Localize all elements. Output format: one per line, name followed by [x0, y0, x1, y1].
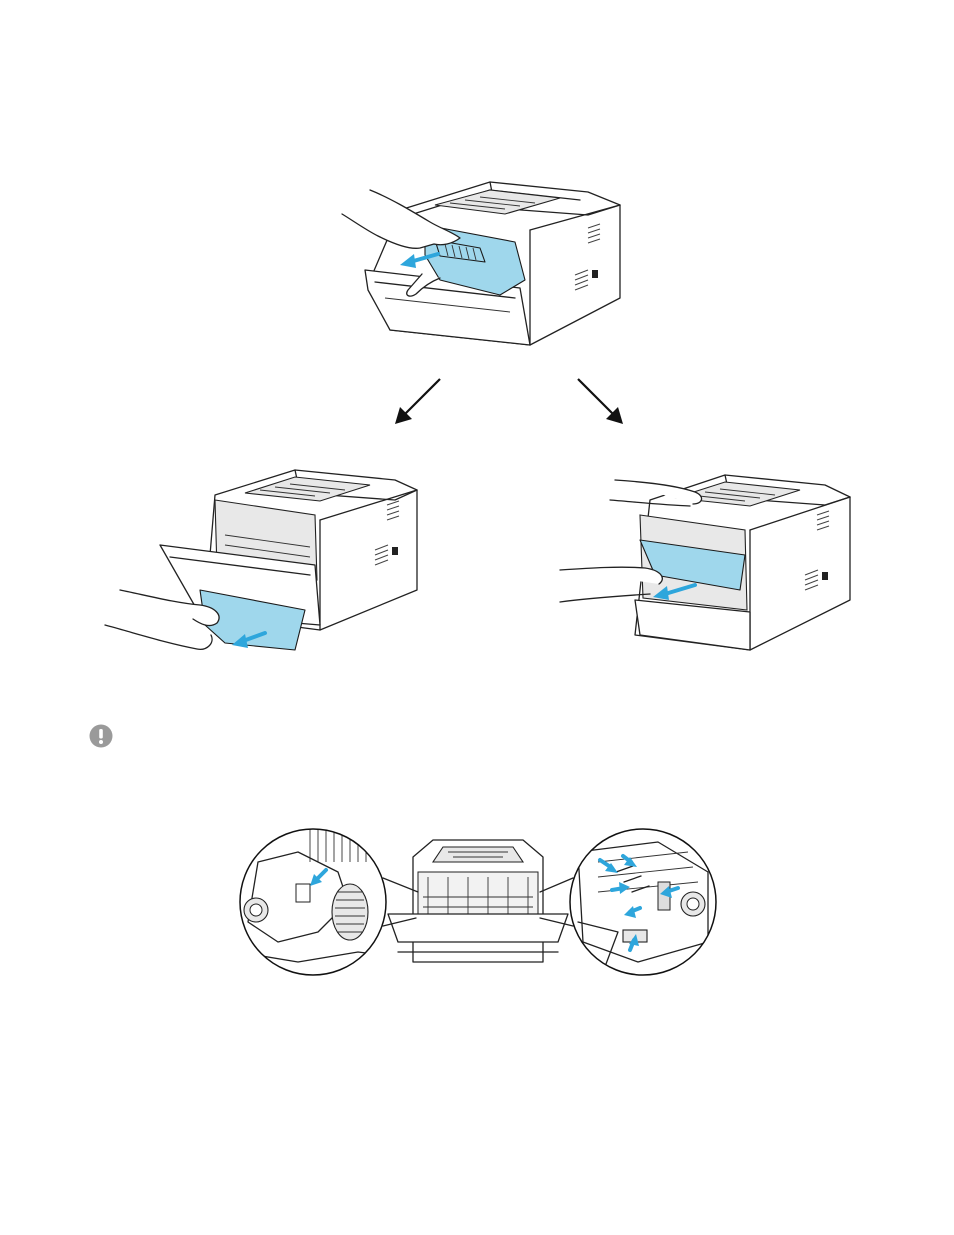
arrow-down-left-icon	[392, 375, 444, 427]
arrow-down-right-icon	[574, 375, 626, 427]
figure-pull-paper-from-front	[105, 465, 420, 665]
printer-fuser-detail-illustration	[238, 822, 718, 982]
paper-jam-inside-illustration	[555, 470, 855, 660]
figure-remove-drum-unit	[330, 170, 630, 355]
printer-drum-removal-illustration	[330, 170, 630, 355]
note-icon-wrapper	[89, 724, 113, 748]
arrow-to-inside-option	[574, 375, 626, 427]
figure-pull-paper-from-inside	[555, 470, 855, 660]
figure-fuser-detail	[238, 822, 718, 982]
arrow-to-front-option	[392, 375, 444, 427]
paper-jam-front-illustration	[105, 465, 420, 665]
exclamation-circle-icon	[89, 724, 113, 748]
